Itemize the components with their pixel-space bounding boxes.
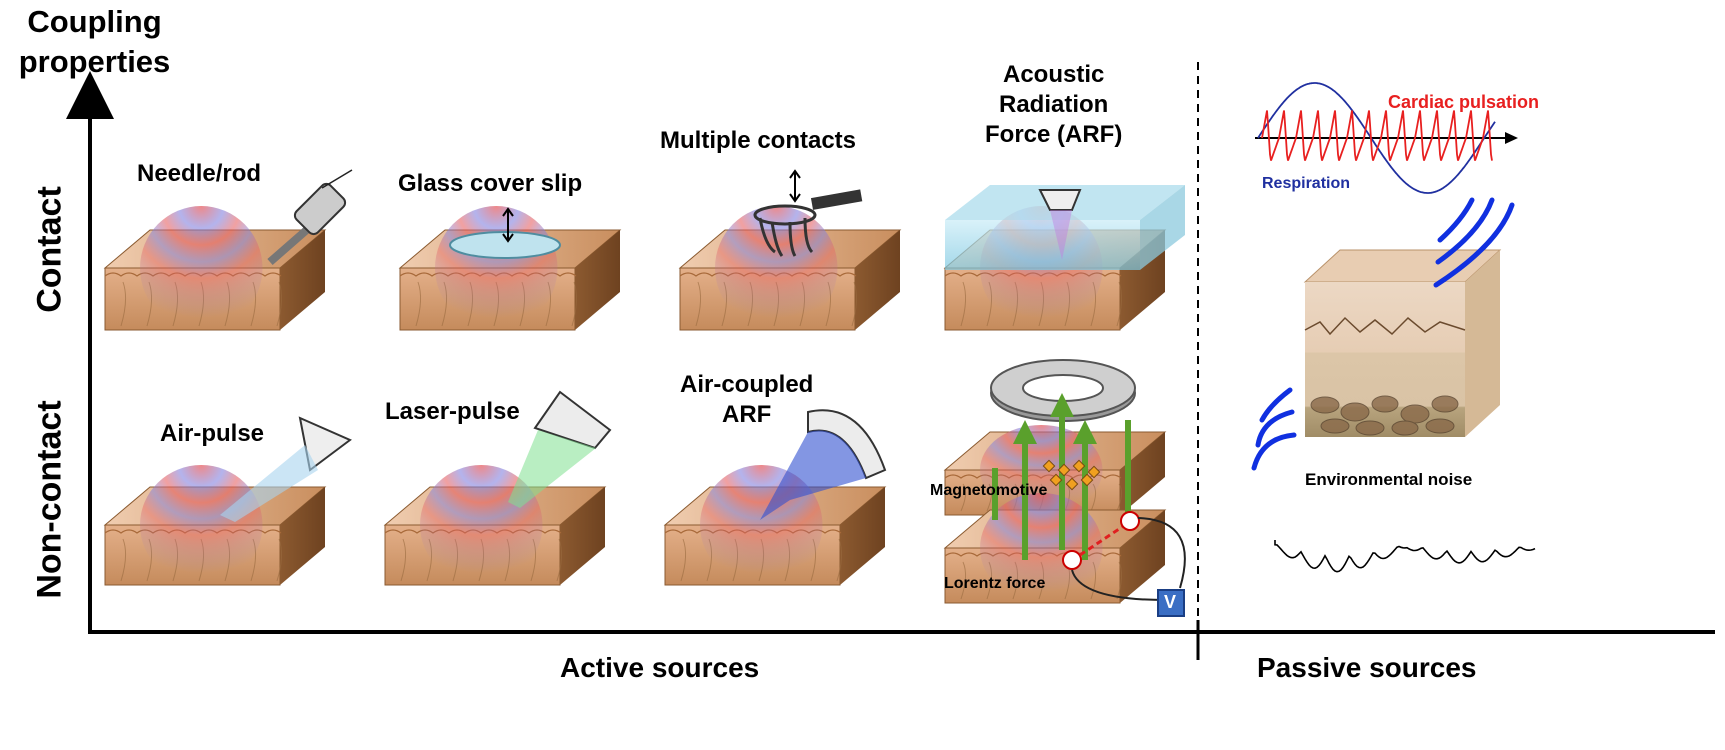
multiple-contacts-icon [753,169,863,257]
label-arf-line1: Acoustic [1002,61,1105,88]
laser-pulse-icon [508,390,612,508]
voltage-source [1157,589,1185,617]
label-air-coupled-arf: Air-coupled ARF [680,370,813,430]
y-axis-label: Coupling properties [2,2,187,82]
label-multiple-contacts: Multiple contacts [660,127,857,154]
lorentz-circuit [1062,511,1186,617]
magnetic-particles [1042,459,1101,491]
block-needle [103,206,327,331]
label-magnetomotive: Magnetomotive [930,482,1048,499]
label-air-pulse: Air-pulse [160,420,265,447]
label-air-coupled-arf-line2: ARF [722,401,772,428]
skin-cross-section [1303,249,1502,437]
block-laser-pulse [383,465,607,586]
needle-rod-icon [267,169,353,266]
label-environmental-noise: Environmental noise [1305,470,1473,489]
block-air-pulse [103,465,327,586]
y-axis-label-line2: properties [18,44,171,79]
row-label-contact: Contact [30,186,69,313]
magnetic-field-arrows [992,393,1131,560]
label-arf-line2: Radiation [999,91,1109,118]
row-label-non-contact: Non-contact [30,400,69,599]
label-laser-pulse: Laser-pulse [385,398,520,425]
glass-cover-slip-icon [449,207,561,259]
arf-water-tank [945,185,1185,270]
block-glass [398,206,622,331]
block-air-arf [663,465,887,586]
x-axis-label-passive: Passive sources [1257,652,1477,683]
x-axis-label-active: Active sources [560,652,760,683]
label-needle-rod: Needle/rod [137,160,262,187]
label-arf: Acoustic Radiation Force (ARF) [985,60,1122,150]
environmental-noise-waveform [1274,540,1536,573]
air-pulse-icon [220,416,352,522]
noise-arcs [1251,197,1515,471]
label-voltage: V [1164,592,1177,612]
label-arf-line3: Force (ARF) [985,121,1123,148]
label-glass-cover-slip: Glass cover slip [398,170,583,197]
y-axis-label-line1: Coupling [27,4,162,39]
label-respiration: Respiration [1262,175,1351,192]
label-air-coupled-arf-line1: Air-coupled [680,371,814,398]
block-lorentz [943,493,1167,604]
label-cardiac-pulsation: Cardiac pulsation [1388,92,1540,112]
passive-waveforms [1255,82,1518,194]
air-coupled-arf-icon [760,409,887,520]
label-lorentz-force: Lorentz force [944,575,1046,592]
